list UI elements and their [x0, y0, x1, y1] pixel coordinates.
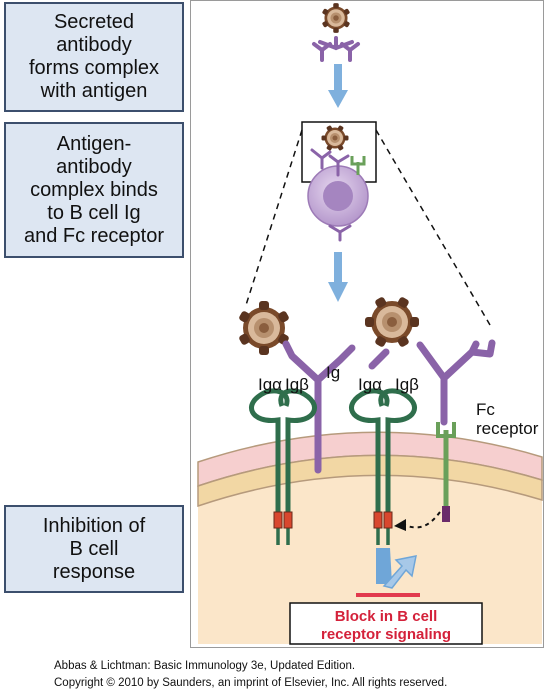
blocked-signal-icon	[356, 548, 420, 597]
antigen-left	[238, 301, 290, 355]
ig-beta-label-right: Igβ	[395, 375, 419, 394]
fc-receptor	[436, 422, 456, 522]
fc-label: Fc	[476, 400, 495, 419]
secreted-antibody-icon	[312, 36, 360, 62]
ig-beta-label-left: Igβ	[285, 375, 309, 394]
down-arrow-2	[328, 252, 348, 302]
b-cell-icon	[307, 165, 369, 227]
block-label-line1: Block in B cell	[335, 608, 438, 625]
antigen-antibody-complex-icon	[321, 3, 351, 33]
zoom-lines	[245, 129, 491, 326]
receptor-label: receptor	[476, 419, 539, 438]
antigen-right	[365, 296, 419, 348]
ig-alpha-label-left: Igα	[258, 375, 282, 394]
credit-line-2: Copyright © 2010 by Saunders, an imprint…	[54, 677, 448, 689]
down-arrow-1	[328, 64, 348, 108]
step-box-secreted-antibody: Secreted antibody forms complex with ant…	[4, 2, 184, 112]
credit-line-1: Abbas & Lichtman: Basic Immunology 3e, U…	[54, 660, 356, 672]
small-fc-receptor-icon	[350, 156, 366, 175]
step-box-complex-binds: Antigen- antibody complex binds to B cel…	[4, 122, 184, 258]
bound-antibody-icon	[310, 148, 352, 242]
ig-antibodies	[282, 339, 496, 474]
mechanism-diagram: Ig Igα Igβ Igα Igβ Fc receptor Block in …	[197, 3, 543, 645]
cell-membrane	[197, 431, 543, 644]
block-label-line2: receptor signaling	[321, 626, 451, 643]
itam-motifs	[273, 511, 393, 529]
ig-label: Ig	[326, 363, 340, 382]
inhibitory-arrowhead	[394, 519, 406, 531]
step-box-inhibition: Inhibition of B cell response	[4, 505, 184, 593]
ig-alpha-beta-chains	[249, 388, 417, 524]
ig-alpha-label-right: Igα	[358, 375, 382, 394]
block-label-box	[289, 602, 483, 645]
